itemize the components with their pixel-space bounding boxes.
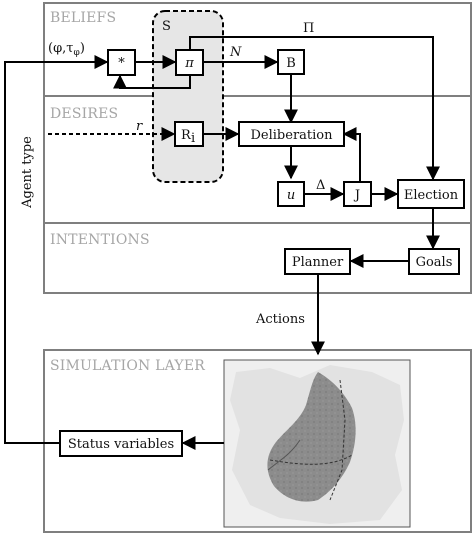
node-planner: Planner <box>284 248 351 275</box>
node-election-label: Election <box>404 188 459 203</box>
n-edge-label: N <box>229 45 242 60</box>
actions-edge-label: Actions <box>255 312 305 327</box>
node-star-label: * <box>118 56 125 71</box>
phi-tau-input-label: (φ,τφ) <box>48 41 85 58</box>
beliefs-layer-title: BELIEFS <box>50 10 116 26</box>
edge-status-feedback <box>4 61 60 444</box>
edge-j-to-deliberation <box>342 127 361 182</box>
node-planner-label: Planner <box>292 255 344 270</box>
node-j: J <box>343 181 372 207</box>
node-star: * <box>107 49 136 76</box>
node-ri-subscript: i <box>191 131 195 146</box>
node-b: B <box>277 49 305 75</box>
capital-pi-edge-label: Π <box>303 21 314 36</box>
node-deliberation-label: Deliberation <box>251 128 334 143</box>
agent-type-label: Agent type <box>20 136 35 209</box>
node-ri-label: R <box>181 128 192 143</box>
city-map-image <box>223 359 411 528</box>
node-j-label: J <box>353 188 360 203</box>
node-pi-label: π <box>184 56 194 71</box>
desires-layer-title: DESIRES <box>50 106 118 122</box>
node-u: u <box>277 181 305 207</box>
node-u-label: u <box>287 188 295 203</box>
node-election: Election <box>397 179 465 209</box>
intentions-layer <box>43 222 472 294</box>
node-status-variables: Status variables <box>59 430 183 457</box>
delta-edge-label: Δ <box>316 178 325 193</box>
node-status-variables-label: Status variables <box>68 437 174 452</box>
node-goals: Goals <box>408 248 460 275</box>
simulation-layer-title: SIMULATION LAYER <box>50 358 205 374</box>
node-ri: R i <box>174 121 204 147</box>
node-deliberation: Deliberation <box>238 121 345 147</box>
node-b-label: B <box>286 56 296 71</box>
edge-pi-feedback <box>113 74 191 89</box>
intentions-layer-title: INTENTIONS <box>50 232 150 248</box>
r-edge-label: r <box>136 119 143 134</box>
node-goals-label: Goals <box>416 255 453 270</box>
s-group-label: S <box>162 19 171 34</box>
edge-pi-to-election <box>189 36 440 181</box>
node-pi: π <box>175 49 204 76</box>
